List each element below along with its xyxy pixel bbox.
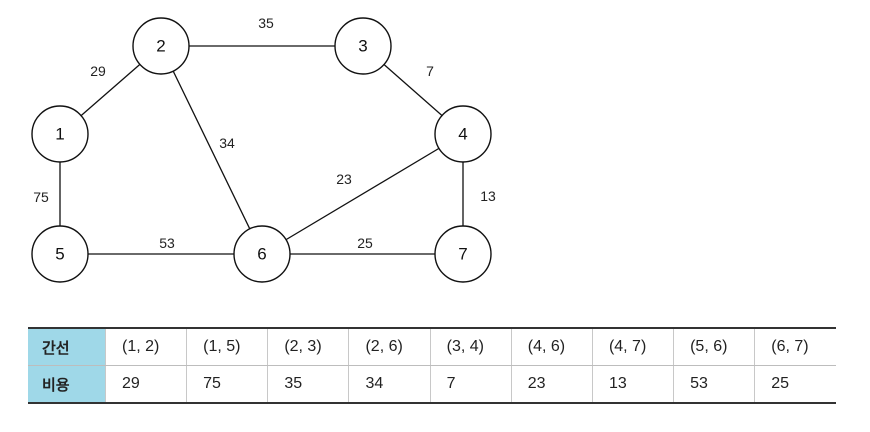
node-label: 1: [55, 125, 64, 144]
edge-cell: (2, 6): [348, 327, 431, 366]
edge-weight-2-3: 35: [258, 15, 274, 31]
edge-cell: (1, 2): [104, 327, 187, 366]
edge-header: 간선: [28, 327, 106, 366]
edge-weight-3-4: 7: [426, 63, 434, 79]
node-label: 6: [257, 245, 266, 264]
cost-cell: 7: [429, 365, 512, 404]
edge-cell: (1, 5): [186, 327, 268, 366]
node-circle: [31, 225, 89, 283]
graph-edges: [59, 45, 464, 255]
node-label: 3: [358, 37, 367, 56]
cost-cell: 53: [673, 365, 755, 404]
cost-cell: 13: [591, 365, 674, 404]
node-2: 2: [132, 17, 190, 75]
edge-weight-6-7: 25: [357, 235, 373, 251]
cost-header: 비용: [28, 365, 106, 404]
cost-cell: 23: [510, 365, 593, 404]
node-label: 7: [458, 245, 467, 264]
edge-4-6: [261, 133, 464, 255]
node-circle: [31, 105, 89, 163]
edge-weight-4-6: 23: [336, 171, 352, 187]
edge-cell: (4, 6): [510, 327, 593, 366]
node-6: 6: [233, 225, 291, 283]
node-circle: [434, 225, 492, 283]
edge-weight-4-7: 13: [480, 188, 496, 204]
node-circle: [132, 17, 190, 75]
node-3: 3: [334, 17, 392, 75]
edge-weight-1-5: 75: [33, 189, 49, 205]
node-4: 4: [434, 105, 492, 163]
node-1: 1: [31, 105, 89, 163]
edge-2-6: [160, 45, 263, 255]
cost-cell: 29: [104, 365, 187, 404]
edge-cell: (3, 4): [429, 327, 512, 366]
edge-weight-5-6: 53: [159, 235, 175, 251]
edge-cell: (2, 3): [267, 327, 349, 366]
node-5: 5: [31, 225, 89, 283]
cost-row: 비용 29 75 35 34 7 23 13 53 25: [28, 365, 836, 404]
edge-weight-2-6: 34: [219, 135, 235, 151]
edge-weight-1-2: 29: [90, 63, 106, 79]
node-circle: [334, 17, 392, 75]
node-7: 7: [434, 225, 492, 283]
edge-cell: (6, 7): [754, 327, 836, 366]
edge-row: 간선 (1, 2) (1, 5) (2, 3) (2, 6) (3, 4) (4…: [28, 327, 836, 366]
cost-cell: 35: [267, 365, 349, 404]
edge-cell: (4, 7): [591, 327, 674, 366]
node-circle: [233, 225, 291, 283]
cost-cell: 75: [186, 365, 268, 404]
cost-cell: 34: [348, 365, 431, 404]
node-circle: [434, 105, 492, 163]
edge-cost-table: 간선 (1, 2) (1, 5) (2, 3) (2, 6) (3, 4) (4…: [28, 327, 836, 404]
node-label: 5: [55, 245, 64, 264]
node-label: 4: [458, 125, 467, 144]
node-label: 2: [156, 37, 165, 56]
edge-cell: (5, 6): [673, 327, 755, 366]
cost-cell: 25: [754, 365, 836, 404]
